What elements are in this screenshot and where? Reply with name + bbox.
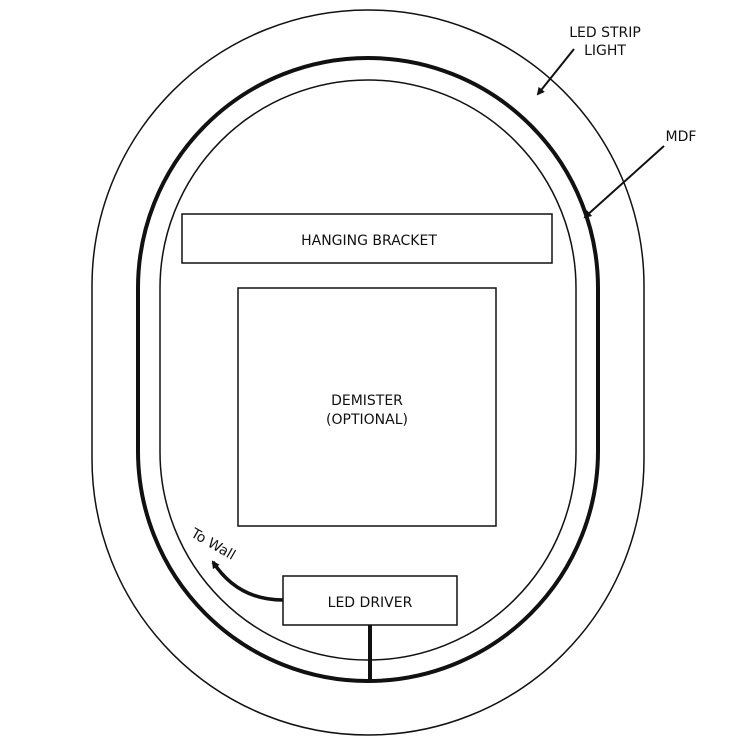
hanging-bracket-label: HANGING BRACKET xyxy=(301,233,437,249)
demister-box xyxy=(237,287,497,527)
led-driver-label: LED DRIVER xyxy=(328,595,413,611)
hanging-bracket-box xyxy=(181,213,553,264)
led-driver-box xyxy=(282,575,458,626)
to-wall-arrow xyxy=(211,560,284,602)
demister-label: DEMISTER xyxy=(331,393,403,409)
mdf-outline xyxy=(136,56,600,683)
led-strip-label-2: LIGHT xyxy=(584,43,626,59)
led-strip-pointer xyxy=(536,48,575,96)
mdf-label: MDF xyxy=(666,129,697,145)
mirror-inner-outline xyxy=(159,79,577,661)
led-strip-outline xyxy=(91,9,645,736)
mdf-pointer xyxy=(583,145,665,219)
led-strip-label: LED STRIP xyxy=(569,25,641,41)
demister-optional-label: (OPTIONAL) xyxy=(326,412,408,428)
to-wall-label: To Wall xyxy=(187,525,238,564)
